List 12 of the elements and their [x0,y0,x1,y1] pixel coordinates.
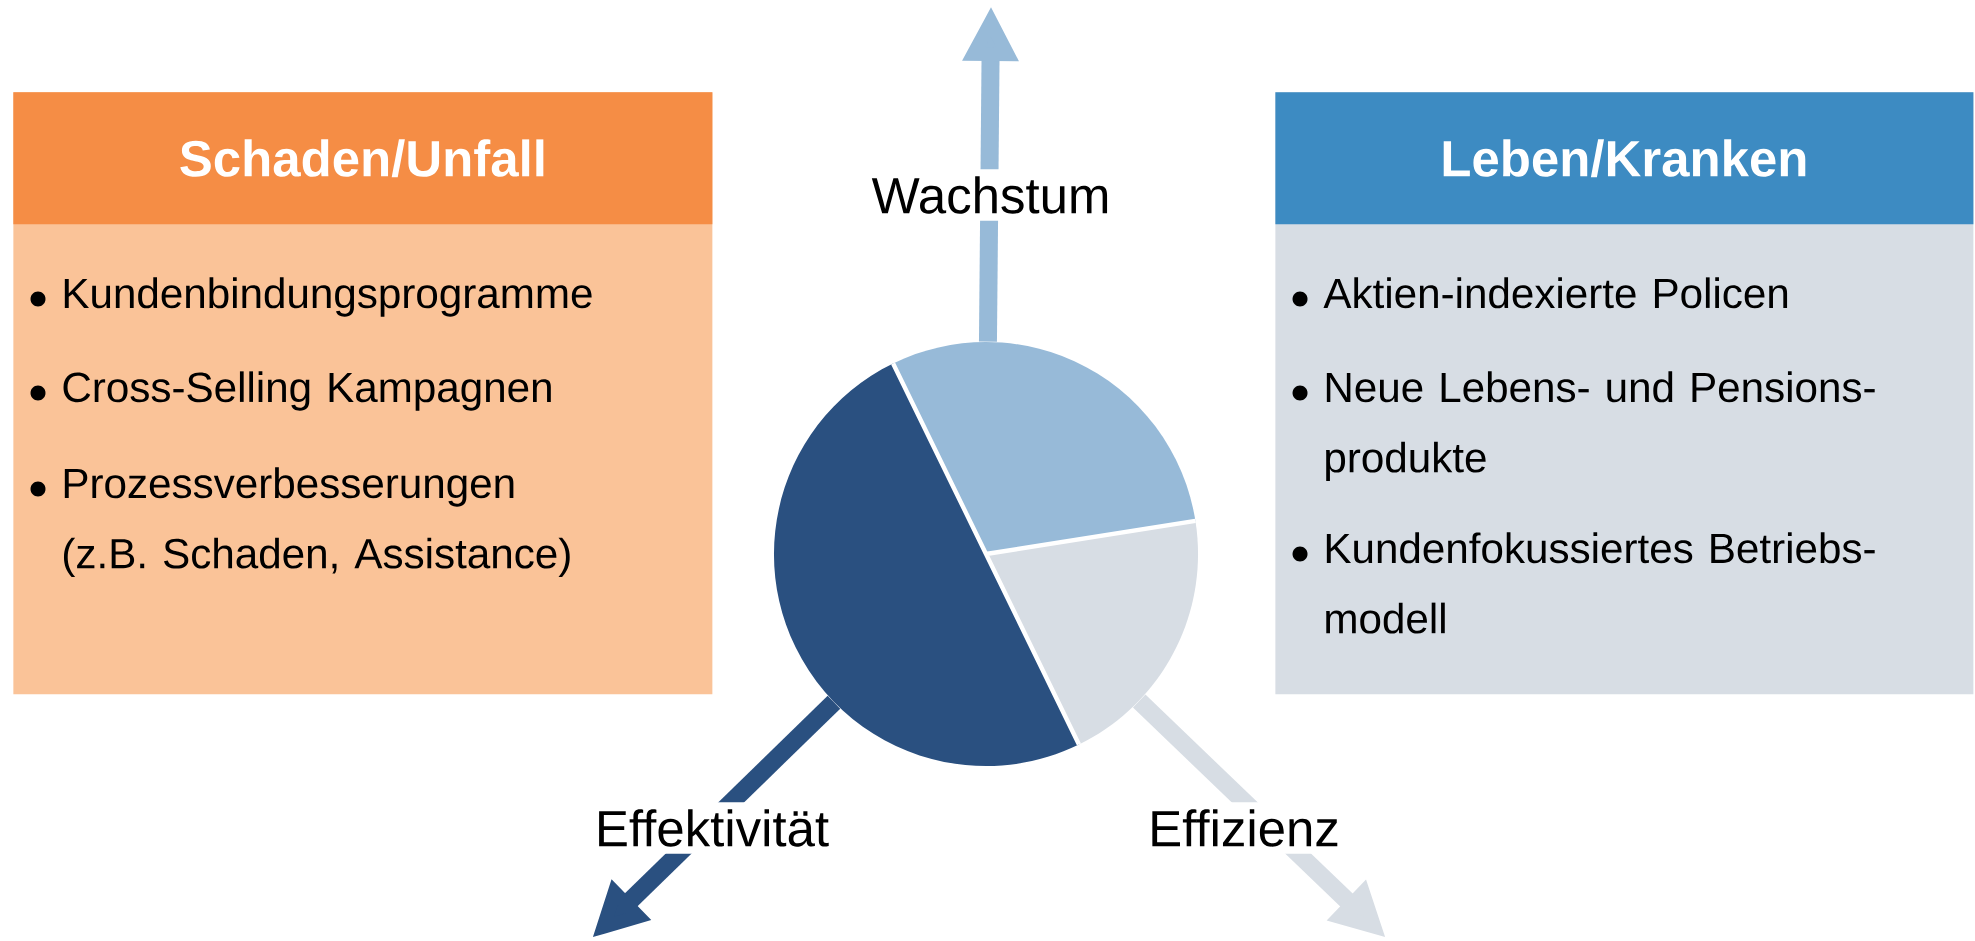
panel-header: Schaden/Unfall [13,92,713,225]
pie-chart-drawing [774,342,1198,766]
bullet-text: Kundenbindungsprogramme [64,277,592,317]
edge-label: Wachstum [864,169,1118,221]
bullet-text: Cross-Selling Kampagnen [63,371,551,411]
bullet-text: Aktien-indexierte Policen [1323,277,1788,309]
bullet-text: Prozessverbesserungen (z.B. Schaden, Assistance) [63,467,570,577]
bullet-text: Kundenfokussiertes Betriebs-modell [1326,532,1875,634]
edge-label: Effizienz [1141,802,1347,854]
bullet-text: Neue Lebens- und Pensions-produkte [1326,371,1875,481]
panel-header: Leben/Kranken [1275,92,1974,225]
edge-label: Effektivität [587,802,837,854]
